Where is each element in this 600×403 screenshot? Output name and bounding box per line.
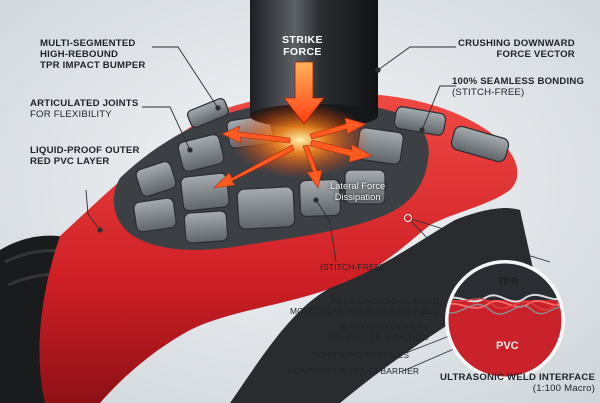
bumper-label-line3: TPR IMPACT BUMPER [40, 60, 146, 71]
macro-tpr-label: TPR [497, 276, 519, 288]
liquid-barrier-label: CONTINUOUS LIQUID BARRIER [288, 366, 420, 376]
pvc-label-line1: LIQUID-PROOF OUTER [30, 145, 140, 156]
impact-glow [230, 102, 370, 178]
ccl-label-line1: REINFORCED C-CL BOND [331, 296, 439, 306]
joints-label-sub: FOR FLEXIBILITY [30, 109, 112, 120]
bumper-label-line2: HIGH-REBOUND [40, 49, 119, 60]
bumper-label-line1: MULTI-SEGMENTED [40, 38, 136, 49]
pinholes-label: NO SEWING PINHOLES [312, 350, 410, 360]
strike-label-line1: STRIKE [282, 34, 323, 46]
lateral-label-line1: Lateral Force [330, 180, 386, 191]
joints-label: ARTICULATED JOINTS FOR FLEXIBILITY [30, 98, 138, 120]
strike-rod [250, 0, 378, 116]
weld-label-title: ULTRASONIC WELD INTERFACE [440, 372, 596, 383]
junction-label-line1: ULTRAHIGH-DENSITY [338, 322, 429, 332]
ccl-label-line2: MOLECULAR INTERLOCKING FIELD [290, 306, 439, 316]
macro-pvc-label: PVC [496, 340, 519, 352]
weld-label-sub: (1:100 Macro) [532, 383, 596, 394]
crushing-force-label: CRUSHING DOWNWARD FORCE VECTOR [458, 38, 575, 60]
lateral-force-label: Lateral Force Dissipation [330, 180, 385, 202]
bumper-label: MULTI-SEGMENTED HIGH-REBOUND TPR IMPACT … [40, 38, 146, 71]
crush-label-line2: FORCE VECTOR [496, 49, 575, 60]
lateral-label-line2: Dissipation [334, 191, 381, 202]
lateral-force-arrows [213, 117, 373, 189]
joints-label-title: ARTICULATED JOINTS [30, 98, 139, 109]
seamless-label-sub: (STITCH-FREE) [452, 87, 525, 98]
pvc-label: LIQUID-PROOF OUTER RED PVC LAYER [30, 145, 140, 167]
weld-interface-label: ULTRASONIC WELD INTERFACE (1:100 Macro) [440, 372, 595, 394]
knit-liner [230, 208, 540, 403]
junction-label: ULTRAHIGH-DENSITY MOLECULAR JUNCTION [328, 322, 428, 342]
leader-lines [85, 46, 551, 372]
stitch-free-label: (STITCH-FREE) [320, 262, 384, 272]
ccl-bond-label: REINFORCED C-CL BOND MOLECULAR INTERLOCK… [290, 296, 439, 316]
pvc-label-line2: RED PVC LAYER [30, 156, 110, 167]
seamless-label-title: 100% SEAMLESS BONDING [452, 76, 585, 87]
strike-label-line2: FORCE [283, 46, 322, 58]
junction-label-line2: MOLECULAR JUNCTION [328, 332, 429, 342]
strike-force-arrow [283, 61, 325, 125]
strike-force-label: STRIKE FORCE [282, 34, 323, 58]
crush-label-line1: CRUSHING DOWNWARD [458, 38, 575, 49]
seamless-bonding-label: 100% SEAMLESS BONDING (STITCH-FREE) [452, 76, 584, 98]
weld-macro-inset [445, 260, 565, 380]
